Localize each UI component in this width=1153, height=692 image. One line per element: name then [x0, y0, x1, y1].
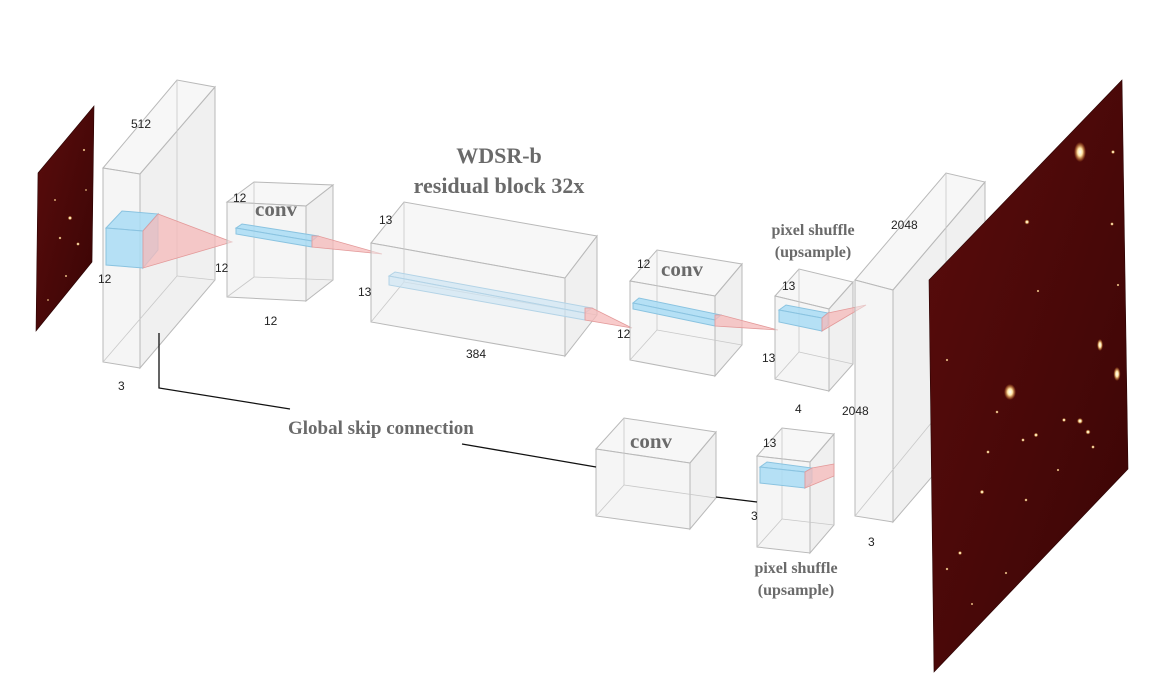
conv3-label: conv — [630, 429, 673, 453]
input-kernel — [104, 210, 234, 270]
title-line1: WDSR-b — [456, 143, 542, 168]
dim-out-bottom: 3 — [868, 535, 875, 549]
dim-conv1-top: 12 — [233, 191, 247, 205]
dim-ps-bottom-top: 13 — [763, 436, 777, 450]
dim-conv2-top: 12 — [637, 257, 651, 271]
conv1-label: conv — [255, 197, 298, 221]
dim-ps-top-side: 13 — [762, 351, 776, 365]
pixel-shuffle-bottom-label-line1: pixel shuffle — [754, 560, 837, 577]
dim-res-top: 13 — [379, 213, 393, 227]
residual-kernel — [387, 271, 633, 329]
dim-ps-top-top: 13 — [782, 279, 796, 293]
conv2-kernel — [631, 297, 779, 331]
output-image — [928, 79, 1129, 673]
dim-out-side: 2048 — [842, 404, 869, 418]
pixel-shuffle-top-label-line2: (upsample) — [775, 244, 851, 261]
dim-res-side: 13 — [358, 285, 372, 299]
input-image — [35, 105, 95, 332]
conv1-kernel — [234, 223, 383, 255]
pixel-shuffle-top-kernel — [777, 304, 867, 333]
dim-conv2-side: 12 — [617, 327, 631, 341]
dim-ps-bottom-side: 3 — [751, 509, 758, 523]
dim-input-depth: 512 — [131, 117, 151, 131]
dim-input-kernel-w: 12 — [215, 261, 229, 275]
output-image-stars — [945, 142, 1121, 606]
pixel-shuffle-bottom-label-line2: (upsample) — [758, 582, 834, 599]
title-line2: residual block 32x — [414, 173, 585, 198]
pixel-shuffle-bottom-kernel — [758, 461, 835, 490]
conv3-block — [595, 417, 717, 531]
conv2-label: conv — [661, 257, 704, 281]
input-image-stars — [46, 148, 88, 302]
dim-input-width: 3 — [118, 379, 125, 393]
global-skip-label: Global skip connection — [288, 418, 474, 439]
global-skip-connection-line — [158, 333, 758, 503]
pixel-shuffle-top-label-line1: pixel shuffle — [771, 222, 854, 239]
dim-out-top: 2048 — [891, 218, 918, 232]
dim-conv1-bottom: 12 — [264, 314, 278, 328]
dim-input-kernel-h: 12 — [98, 272, 112, 286]
dim-ps-top-bottom: 4 — [795, 402, 802, 416]
dim-res-bottom: 384 — [466, 347, 486, 361]
